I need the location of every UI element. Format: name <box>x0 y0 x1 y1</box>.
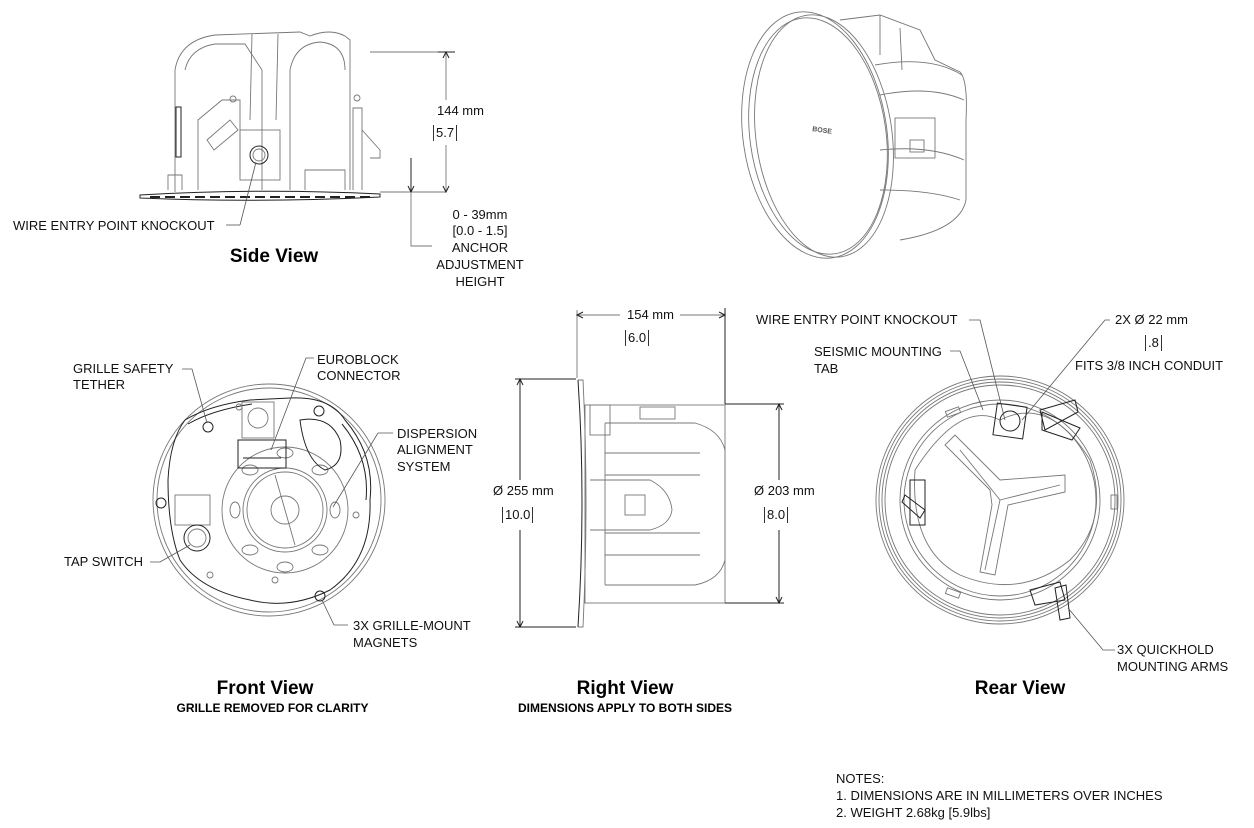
rear-view-leaders <box>950 319 1115 651</box>
conduit-in: .8 <box>1145 335 1162 351</box>
inner-dia-in: 8.0 <box>764 507 789 523</box>
front-view-drawing <box>152 383 386 617</box>
outer-dia-mm: Ø 255 mm <box>493 483 554 498</box>
seismic-label-1: SEISMIC MOUNTING <box>814 344 942 359</box>
rear-view-title: Rear View <box>974 678 1066 699</box>
dispersion-label-1: DISPERSION <box>397 426 478 441</box>
dispersion-label-2: ALIGNMENT <box>397 442 473 457</box>
side-view-drawing <box>139 31 381 201</box>
right-view-title: Right View <box>576 678 674 699</box>
euroblock-label-1: EUROBLOCK <box>317 352 399 367</box>
outer-dia-in: 10.0 <box>502 507 534 523</box>
anchor-mm: 0 - 39mm <box>452 207 508 222</box>
note-item: 1. DIMENSIONS ARE IN MILLIMETERS OVER IN… <box>836 788 1163 803</box>
arms-label-2: MOUNTING ARMS <box>1117 659 1229 674</box>
inner-dia-mm: Ø 203 mm <box>754 483 815 498</box>
anchor-label-3: HEIGHT <box>455 274 505 289</box>
bose-logo: BOSE <box>812 126 833 136</box>
notes-heading: NOTES: <box>836 771 885 786</box>
side-height-in: 5.7 <box>433 125 458 141</box>
right-view-drawing <box>577 379 726 628</box>
depth-in: 6.0 <box>625 330 650 346</box>
side-wire-entry-label: WIRE ENTRY POINT KNOCKOUT <box>13 218 215 233</box>
anchor-label-2: ADJUSTMENT <box>436 257 524 272</box>
conduit-note: FITS 3/8 INCH CONDUIT <box>1075 358 1224 373</box>
tap-switch-label: TAP SWITCH <box>64 554 143 569</box>
conduit-dia: 2X Ø 22 mm <box>1115 312 1188 327</box>
tether-label-1: GRILLE SAFETY <box>73 361 174 376</box>
magnets-label-2: MAGNETS <box>353 635 418 650</box>
side-view-dimensions <box>370 50 455 247</box>
right-view-subtitle: DIMENSIONS APPLY TO BOTH SIDES <box>517 701 733 715</box>
front-view-subtitle: GRILLE REMOVED FOR CLARITY <box>176 701 369 715</box>
note-item: 2. WEIGHT 2.68kg [5.9lbs] <box>836 805 991 820</box>
anchor-in: [0.0 - 1.5] <box>452 223 508 238</box>
rear-view-drawing <box>875 375 1125 625</box>
seismic-label-2: TAB <box>814 361 839 376</box>
right-view-dimensions <box>515 308 784 629</box>
depth-mm: 154 mm <box>627 307 674 322</box>
tether-label-2: TETHER <box>73 377 125 392</box>
arms-label-1: 3X QUICKHOLD <box>1117 642 1214 657</box>
anchor-label-1: ANCHOR <box>451 240 509 255</box>
side-height-mm: 144 mm <box>437 103 484 118</box>
euroblock-label-2: CONNECTOR <box>317 368 401 383</box>
front-view-title: Front View <box>216 678 314 699</box>
dispersion-label-3: SYSTEM <box>397 459 451 474</box>
side-view-title: Side View <box>229 246 319 267</box>
iso-view-drawing <box>741 11 967 259</box>
front-view-leaders <box>150 357 393 626</box>
rear-wire-entry-label: WIRE ENTRY POINT KNOCKOUT <box>756 312 958 327</box>
magnets-label-1: 3X GRILLE-MOUNT <box>353 618 471 633</box>
